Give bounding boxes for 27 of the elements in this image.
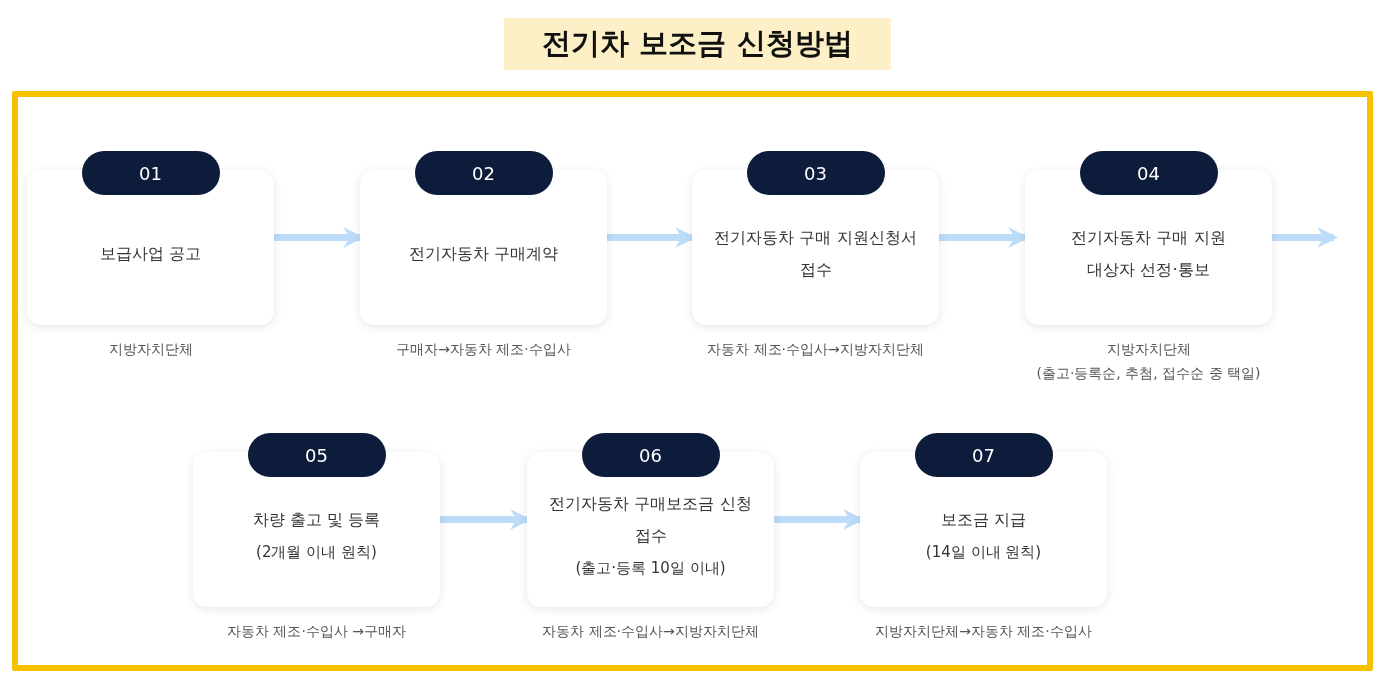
step-caption: 지방자치단체 xyxy=(1105,340,1192,359)
step-caption: 자동차 제조·수입사 →구매자 xyxy=(225,622,408,641)
step-text: (출고·등록 10일 이내) xyxy=(574,557,727,579)
step-number-badge: 03 xyxy=(746,151,885,195)
step-text: 보조금 지급 xyxy=(939,508,1028,531)
step-text: (14일 이내 원칙) xyxy=(924,541,1043,563)
step-text: 차량 출고 및 등록 xyxy=(251,508,382,531)
step-text: (2개월 이내 원칙) xyxy=(255,541,378,563)
step-number-badge: 06 xyxy=(581,433,720,477)
step-number-badge: 04 xyxy=(1079,151,1218,195)
step-text: 전기자동차 구매계약 xyxy=(407,242,560,265)
step-caption: 자동차 제조·수입사→지방자치단체 xyxy=(706,340,925,359)
step-number-badge: 05 xyxy=(247,433,386,477)
step-caption: 자동차 제조·수입사→지방자치단체 xyxy=(541,622,760,641)
arrow xyxy=(1272,227,1339,248)
step-number-badge: 02 xyxy=(414,151,553,195)
title-banner: 전기차 보조금 신청방법 xyxy=(504,18,891,70)
step-number-badge: 01 xyxy=(81,151,220,195)
step-text: 전기자동차 구매보조금 신청 접수 xyxy=(548,492,753,547)
step-text: 보급사업 공고 xyxy=(98,242,203,265)
step-caption: (출고·등록순, 추첨, 접수순 중 택일) xyxy=(1035,364,1262,383)
step-caption: 지방자치단체→자동차 제조·수입사 xyxy=(874,622,1093,641)
step-text: 전기자동차 구매 지원 대상자 선정·통보 xyxy=(1070,226,1227,281)
step-number-badge: 07 xyxy=(914,433,1053,477)
step-caption: 구매자→자동차 제조·수입사 xyxy=(395,340,572,359)
step-text: 전기자동차 구매 지원신청서 접수 xyxy=(713,226,918,281)
step-caption: 지방자치단체 xyxy=(107,340,194,359)
